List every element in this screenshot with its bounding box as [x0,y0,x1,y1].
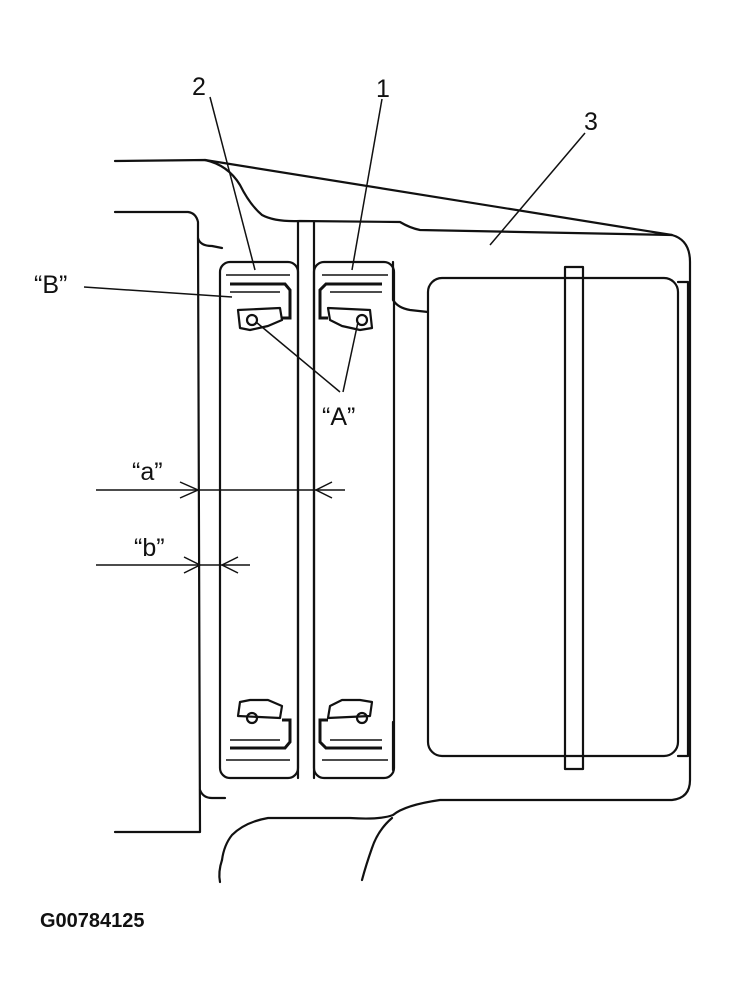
oil-seal-part-2 [218,260,300,780]
label-dim-a: “a” [132,458,163,486]
label-A: “A” [322,403,355,431]
housing-outline [113,158,692,884]
leader-lines [83,96,586,393]
label-B: “B” [34,271,67,299]
figure-code: G00784125 [40,910,145,932]
label-part-2: 2 [192,73,206,101]
shaft-part-3 [426,265,690,771]
label-part-3: 3 [584,108,598,136]
label-part-1: 1 [376,75,390,103]
label-dim-b: “b” [134,534,165,562]
center-spacer [296,220,316,780]
dimension-lines [96,481,345,574]
